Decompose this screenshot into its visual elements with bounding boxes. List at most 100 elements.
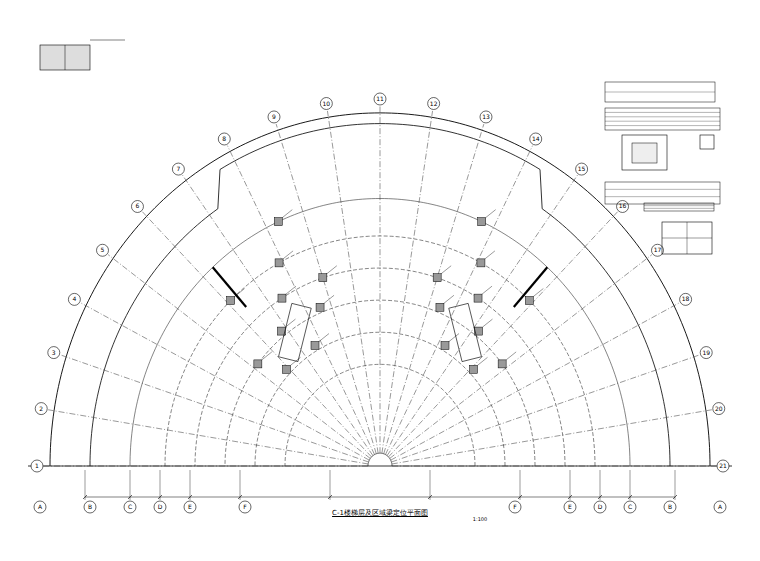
column-detail bbox=[700, 135, 714, 149]
radial-grid-line bbox=[390, 255, 652, 459]
axis-label: 15 bbox=[578, 166, 586, 172]
axis-bubble bbox=[68, 293, 80, 305]
axis-label: 12 bbox=[430, 101, 438, 107]
table-frame bbox=[605, 82, 715, 102]
axis-label: 17 bbox=[654, 247, 662, 253]
axis-bubble bbox=[172, 163, 184, 175]
axis-label: 9 bbox=[272, 114, 276, 120]
radial-grid-line bbox=[227, 146, 374, 455]
axis-bubble bbox=[480, 111, 492, 123]
axis-label: D bbox=[598, 504, 603, 510]
radial-grid-line bbox=[44, 466, 368, 467]
table-row bbox=[605, 112, 720, 113]
radial-grid-line bbox=[60, 355, 368, 462]
radial-grid-line bbox=[380, 106, 381, 453]
extension-line bbox=[600, 470, 601, 500]
leader-line bbox=[482, 286, 492, 294]
radial-grid-line bbox=[382, 111, 433, 453]
axis-label: 8 bbox=[222, 136, 226, 142]
extension-line bbox=[675, 470, 676, 500]
axis-label: D bbox=[158, 504, 163, 510]
axis-bubble bbox=[530, 133, 542, 145]
axis-label: 16 bbox=[619, 203, 627, 209]
table-row bbox=[605, 92, 715, 93]
axis-bubble bbox=[664, 501, 676, 513]
axis-bubble bbox=[576, 163, 588, 175]
axis-bubble bbox=[184, 501, 196, 513]
axis-label: E bbox=[568, 504, 572, 510]
axis-bubble bbox=[320, 98, 332, 110]
axis-label: 18 bbox=[682, 296, 690, 302]
beam-marker bbox=[474, 294, 482, 302]
extension-line bbox=[160, 470, 161, 500]
beam-marker bbox=[478, 218, 486, 226]
beam-marker bbox=[441, 342, 449, 350]
beam-marker bbox=[254, 360, 262, 368]
table-row bbox=[644, 208, 714, 209]
axis-label: 14 bbox=[532, 136, 540, 142]
extension-line bbox=[570, 470, 571, 500]
beam-marker bbox=[498, 360, 506, 368]
radial-grid-line bbox=[392, 410, 712, 464]
axis-label: 21 bbox=[719, 463, 727, 469]
extension-line bbox=[630, 470, 631, 500]
radial-grid-line bbox=[388, 212, 617, 457]
radial-grid-line bbox=[392, 466, 716, 467]
axis-label: A bbox=[718, 504, 722, 510]
beam-marker bbox=[275, 259, 283, 267]
table-frame bbox=[605, 108, 720, 130]
radial-grid-line bbox=[384, 124, 484, 454]
axis-bubble bbox=[97, 244, 109, 256]
axis-bubble bbox=[131, 200, 143, 212]
axis-bubble bbox=[268, 111, 280, 123]
axis-bubble bbox=[31, 460, 43, 472]
axis-bubble bbox=[680, 293, 692, 305]
extension-line bbox=[330, 470, 331, 500]
axis-bubble bbox=[651, 244, 663, 256]
axis-bubble bbox=[713, 403, 725, 415]
detail-line bbox=[65, 45, 66, 70]
opening-outline bbox=[449, 303, 482, 361]
leader-line bbox=[90, 40, 125, 41]
extension-line bbox=[430, 470, 431, 500]
radial-grid-line bbox=[327, 111, 378, 453]
axis-bubble bbox=[509, 501, 521, 513]
radial-grid-line bbox=[391, 303, 680, 460]
opening-outline bbox=[279, 303, 312, 361]
leader-line bbox=[286, 286, 296, 294]
radial-grid-line bbox=[387, 175, 577, 455]
leader-line bbox=[441, 266, 451, 274]
radial-grid-line bbox=[108, 255, 370, 459]
detail-section bbox=[40, 45, 90, 70]
dimension-line bbox=[85, 497, 675, 498]
table-row bbox=[644, 205, 714, 206]
leader-line bbox=[283, 251, 293, 259]
leader-line bbox=[486, 210, 496, 218]
beam-marker bbox=[274, 218, 282, 226]
table-frame bbox=[605, 182, 720, 204]
axis-label: 2 bbox=[39, 406, 43, 412]
radial-grid-line bbox=[391, 355, 699, 462]
axis-bubble bbox=[617, 200, 629, 212]
axis-bubble bbox=[218, 133, 230, 145]
radial-grid-line bbox=[276, 124, 376, 454]
axis-label: B bbox=[668, 504, 672, 510]
axis-label: 7 bbox=[176, 166, 180, 172]
axis-label: B bbox=[88, 504, 92, 510]
leader-line bbox=[485, 251, 495, 259]
leader-line bbox=[319, 334, 329, 342]
axis-label: 10 bbox=[323, 101, 331, 107]
drawing-caption: C-1楼梯层及区域梁定位平面图 bbox=[332, 510, 428, 517]
beam-marker bbox=[525, 297, 533, 305]
beam-marker bbox=[282, 365, 290, 373]
beam-marker bbox=[477, 259, 485, 267]
roof-edge bbox=[90, 209, 218, 466]
beam-marker bbox=[278, 294, 286, 302]
axis-bubble bbox=[35, 403, 47, 415]
axis-bubble bbox=[624, 501, 636, 513]
extension-line bbox=[85, 470, 86, 500]
axis-label: C bbox=[128, 504, 132, 510]
axis-label: 20 bbox=[715, 406, 723, 412]
leader-line bbox=[444, 295, 454, 303]
